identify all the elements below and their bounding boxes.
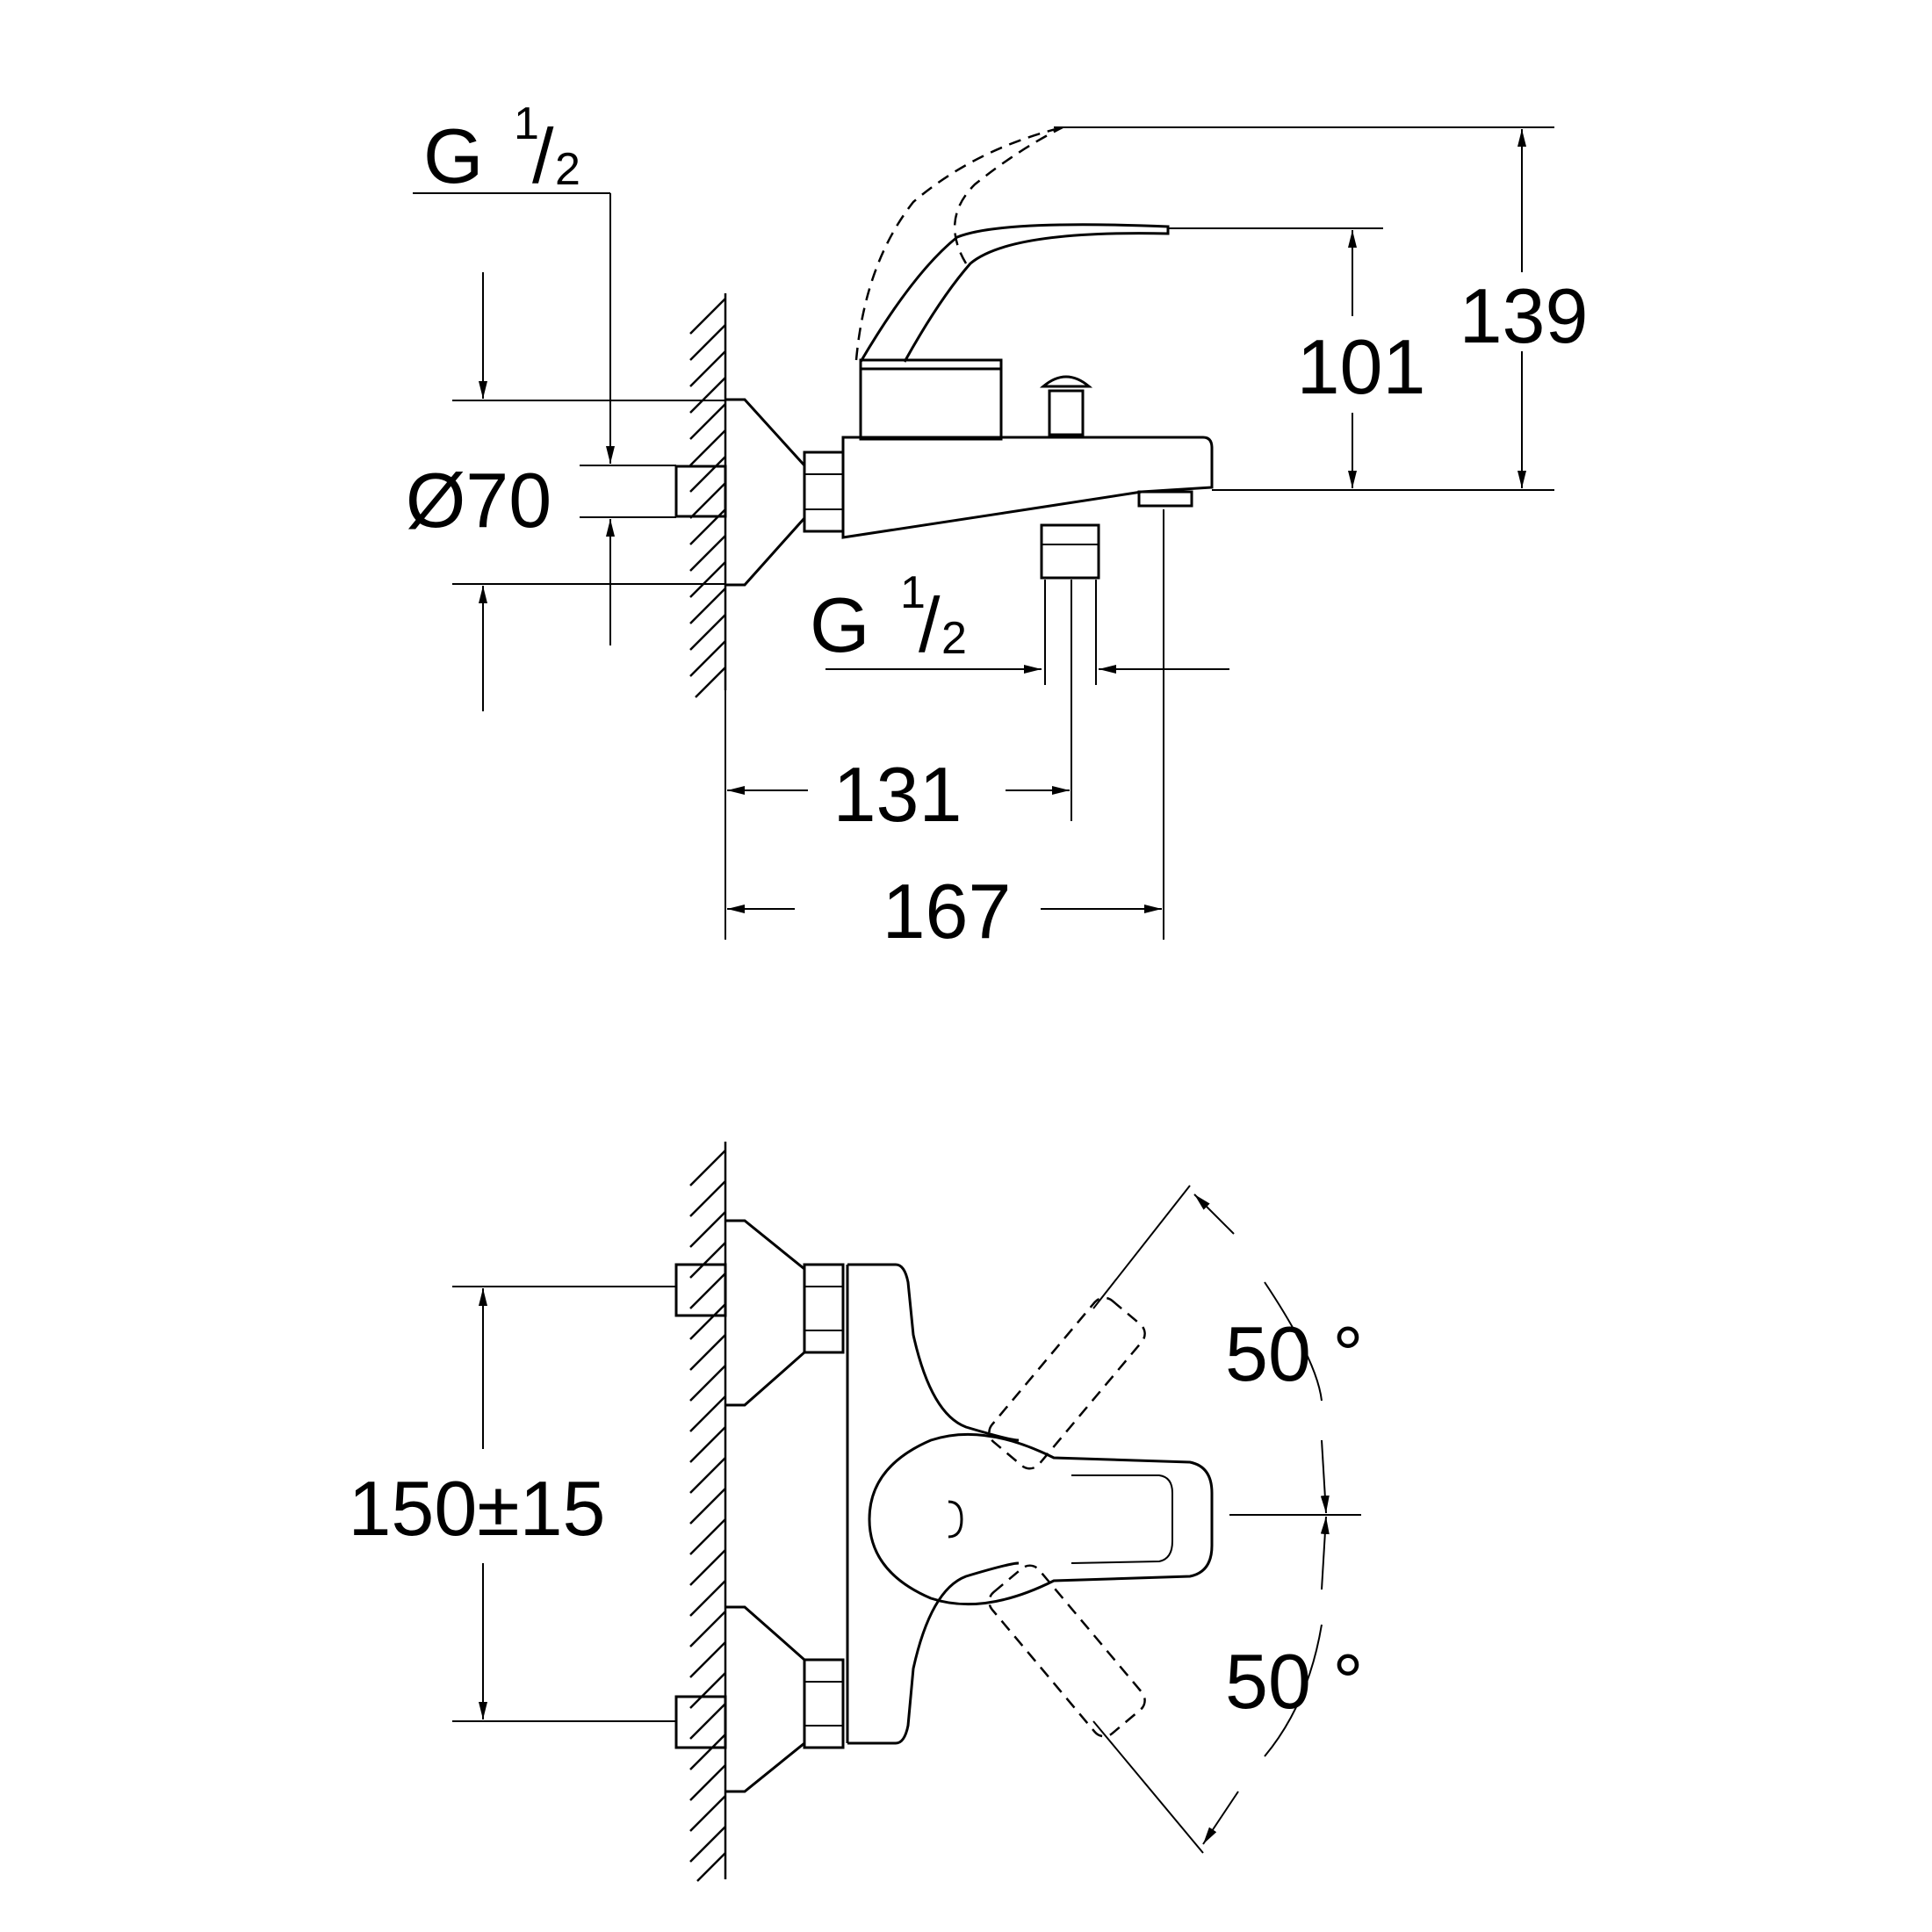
front-view: 150±15 50 ° 50 ° (348, 1142, 1364, 1882)
thread-top: G 1 / 2 (413, 98, 676, 645)
wall-hatching-bottom (689, 1142, 727, 1882)
dim-139: 139 (1054, 126, 1589, 491)
wall-hatching-top (689, 293, 727, 698)
dim-label-total-height: 139 (1460, 272, 1589, 359)
thread-bottom-numerator: 1 (900, 567, 926, 618)
dim-101: 101 (1168, 227, 1426, 488)
thread-bottom-denominator: 2 (941, 613, 967, 664)
escutcheon-front-upper (674, 1219, 845, 1407)
dim-167: 167 (724, 509, 1164, 955)
dim-label-angle-up: 50 ° (1225, 1310, 1364, 1397)
dim-label-angle-down: 50 ° (1225, 1638, 1364, 1725)
dim-label-lever-height: 101 (1297, 323, 1426, 410)
thread-bottom: G 1 / 2 (810, 567, 1229, 674)
dim-label-depth-to-outlet: 131 (833, 751, 962, 838)
thread-bottom-letter: G (810, 581, 869, 668)
dim-label-centre-distance: 150±15 (348, 1465, 605, 1552)
dim-label-escutcheon-diameter: Ø70 (406, 457, 551, 544)
dim-131: 131 (727, 580, 1072, 838)
dim-150: 150±15 (348, 1286, 676, 1722)
thread-bottom-slash: / (919, 581, 941, 668)
mixer-body-side (841, 126, 1214, 685)
thread-top-denominator: 2 (555, 144, 580, 195)
escutcheon-front-lower (674, 1605, 845, 1793)
dim-label-total-depth: 167 (883, 868, 1012, 955)
side-view: 139 101 Ø70 G 1 / 2 (406, 98, 1589, 955)
dim-diameter-70: Ø70 (406, 272, 725, 711)
thread-top-letter: G (423, 112, 483, 199)
thread-top-numerator: 1 (514, 98, 539, 149)
dim-angle: 50 ° 50 ° (1193, 1193, 1364, 1845)
thread-top-slash: / (532, 112, 554, 199)
mixer-body-front (846, 1185, 1214, 1854)
